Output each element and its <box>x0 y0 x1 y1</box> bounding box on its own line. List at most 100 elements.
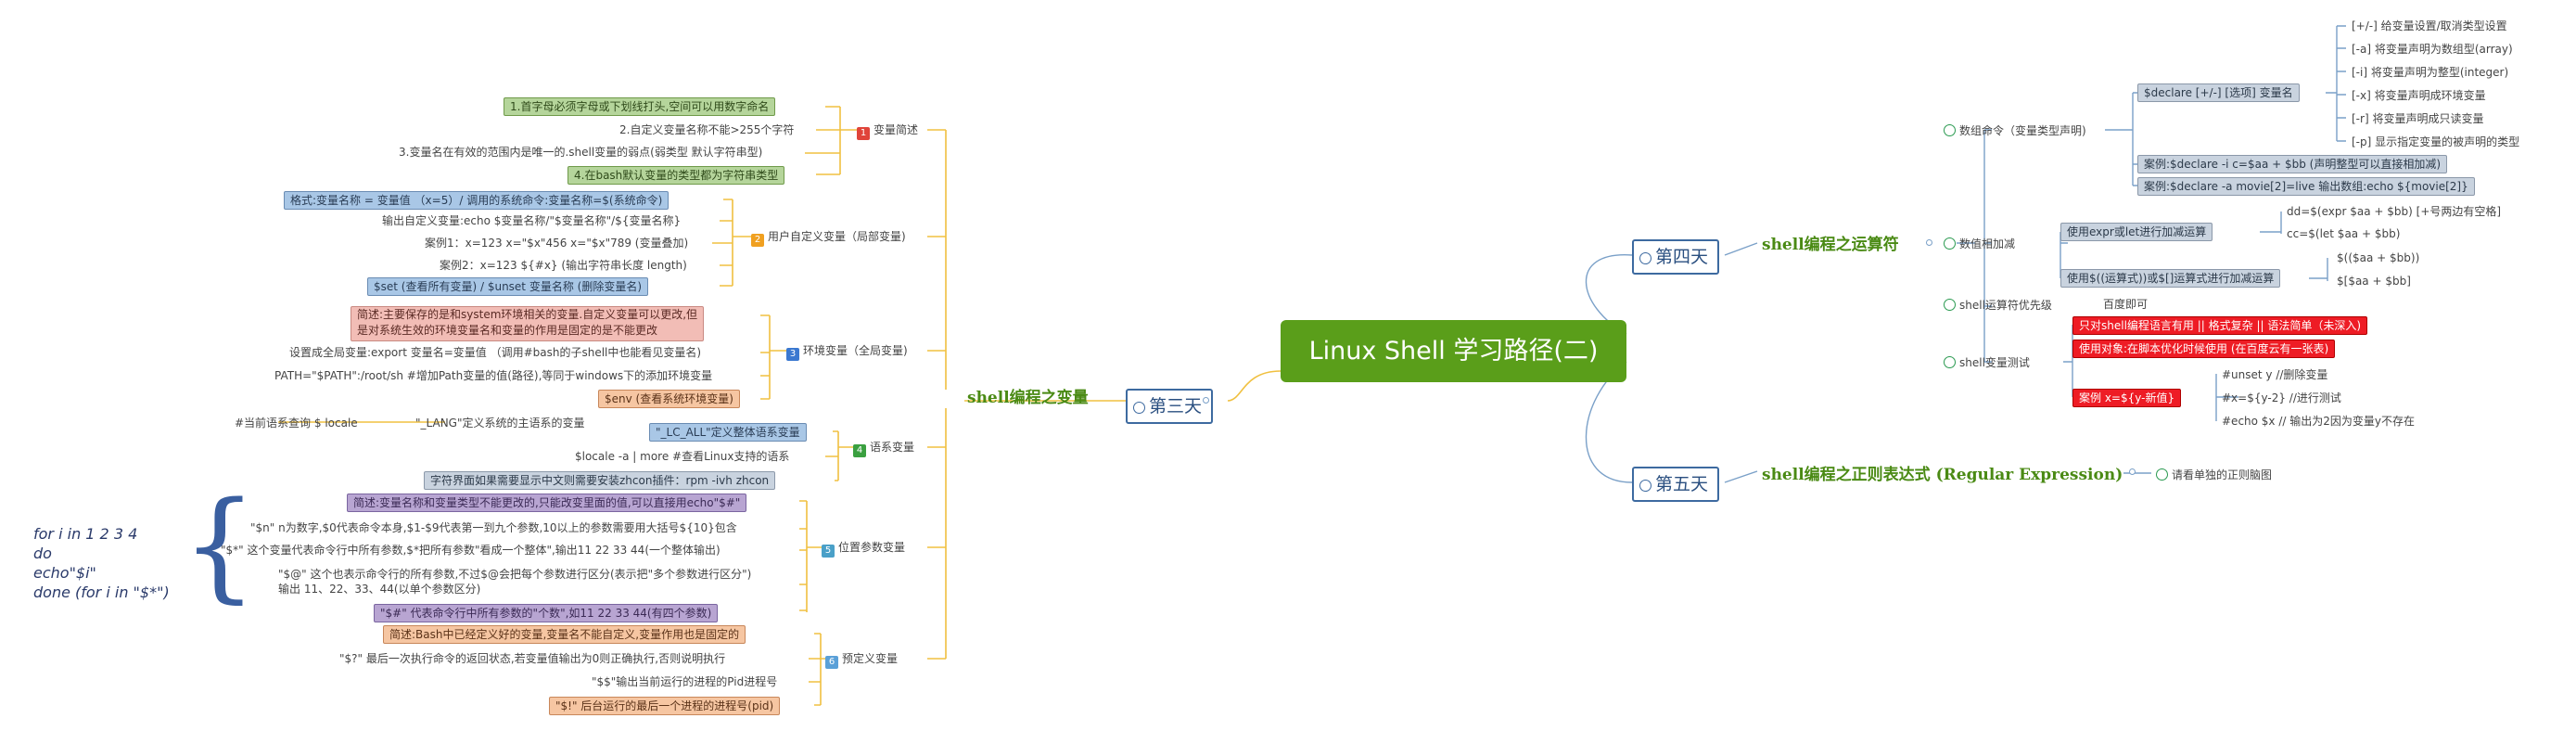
collapse-dot[interactable] <box>2129 468 2136 475</box>
declare-opt[interactable]: [-p] 显示指定变量的被声明的类型 <box>2352 135 2520 148</box>
circle-icon <box>1639 480 1651 492</box>
declare-case[interactable]: 案例:$declare -i c=$aa + $bb (声明整型可以直接相加减) <box>2137 155 2448 173</box>
code-brace: { <box>182 477 258 615</box>
day4-node[interactable]: 第四天 <box>1632 239 1720 275</box>
root-node[interactable]: Linux Shell 学习路径(二) <box>1281 320 1626 382</box>
group-1[interactable]: 1 变量简述 <box>857 124 918 140</box>
circle-icon <box>1944 124 1956 136</box>
number-badge-5: 5 <box>822 545 835 558</box>
local-var-format[interactable]: 格式:变量名称 = 变量值 （x=5）/ 调用的系统命令:变量名称=$(系统命令… <box>284 191 670 210</box>
positional-at-line1[interactable]: "$@" 这个也表示命令行的所有参数,不过$@会把每个参数进行区分(表示把"多个… <box>278 568 752 581</box>
test-item[interactable]: #unset y //删除变量 <box>2222 368 2328 381</box>
calc-item[interactable]: $[$aa + $bb] <box>2337 275 2411 288</box>
group-2-label: 用户自定义变量（局部变量) <box>768 230 906 243</box>
env-var-env[interactable]: $env (查看系统环境变量) <box>598 390 740 408</box>
local-var-set-unset[interactable]: $set (查看所有变量) / $unset 变量名称 (删除变量名) <box>367 277 649 296</box>
declare-opt[interactable]: [-r] 将变量声明成只读变量 <box>2352 112 2484 125</box>
circle-icon <box>2156 468 2168 481</box>
calc-label-text: 数值相加减 <box>1959 237 2016 250</box>
number-badge-6: 6 <box>825 656 838 669</box>
priority-note[interactable]: 百度即可 <box>2103 298 2149 311</box>
test-label[interactable]: shell变量测试 <box>1944 356 2030 368</box>
day5-section[interactable]: shell编程之正则表达式 (Regular Expression) <box>1762 466 2123 484</box>
day5-node[interactable]: 第五天 <box>1632 467 1720 502</box>
positional-hash[interactable]: "$#" 代表命令行中所有参数的"个数",如11 22 33 44(有四个参数) <box>374 604 719 622</box>
day3-label: 第三天 <box>1149 396 1203 417</box>
connector-root-day3 <box>1227 370 1282 402</box>
circle-icon <box>1944 299 1956 311</box>
calc-item[interactable]: $(($aa + $bb)) <box>2337 251 2420 264</box>
positional-n[interactable]: "$n" n为数字,$0代表命令本身,$1-$9代表第一到九个参数,10以上的参… <box>250 521 737 534</box>
number-badge-1: 1 <box>857 127 870 140</box>
group-1-label: 变量简述 <box>874 123 919 136</box>
regex-note[interactable]: 请看单独的正则脑图 <box>2156 468 2272 481</box>
priority-label[interactable]: shell运算符优先级 <box>1944 299 2052 311</box>
circle-icon <box>1133 402 1145 414</box>
code-block: for i in 1 2 3 4 do echo"$i" done (for i… <box>33 524 170 602</box>
declare-opt[interactable]: [-a] 将变量声明为数组型(array) <box>2352 43 2513 56</box>
calc-item[interactable]: cc=$(let $aa + $bb) <box>2287 227 2401 240</box>
calc-box-expr[interactable]: 使用expr或let进行加减运算 <box>2060 223 2213 241</box>
zhcon-install[interactable]: 字符界面如果需要显示中文则需要安装zhcon插件：rpm -ivh zhcon <box>424 471 776 490</box>
local-var-case1[interactable]: 案例1：x=123 x="$x"456 x="$x"789 (变量叠加) <box>425 237 689 250</box>
test-item[interactable]: #x=${y-2} //进行测试 <box>2222 391 2341 404</box>
code-line: for i in 1 2 3 4 <box>33 525 138 543</box>
declare-opt[interactable]: [-i] 将变量声明为整型(integer) <box>2352 66 2509 79</box>
env-var-path[interactable]: PATH="$PATH":/root/sh #增加Path变量的值(路径),等同… <box>274 369 713 382</box>
day3-node[interactable]: 第三天 <box>1126 389 1214 424</box>
lang-var[interactable]: "_LANG"定义系统的主语系的变量 <box>415 417 585 430</box>
env-var-summary[interactable]: 简述:主要保存的是和system环境相关的变量.自定义变量可以更改,但是对系统生… <box>351 306 705 341</box>
predefined-question[interactable]: "$?" 最后一次执行命令的返回状态,若变量值输出为0则正确执行,否则说明执行 <box>339 652 726 665</box>
day3-section[interactable]: shell编程之变量 <box>967 389 1089 407</box>
circle-icon <box>1639 252 1651 264</box>
positional-at-line2[interactable]: 输出 11、22、33、44(以单个参数区分) <box>278 583 481 596</box>
test-box-usage[interactable]: 使用对象:在脚本优化时候使用 (在百度云有一张表) <box>2072 340 2336 358</box>
positional-star[interactable]: "$*" 这个变量代表命令行中所有参数,$*把所有参数"看成一个整体",输出11… <box>221 544 721 557</box>
predefined-dollar[interactable]: "$$"输出当前运行的进程的Pid进程号 <box>592 675 778 688</box>
var-rule-1[interactable]: 1.首字母必须字母或下划线打头,空间可以用数字命名 <box>504 97 776 116</box>
var-rule-4[interactable]: 4.在bash默认变量的类型都为字符串类型 <box>567 166 785 185</box>
collapse-dot[interactable] <box>1926 239 1932 246</box>
locale-list[interactable]: $locale -a | more #查看Linux支持的语系 <box>575 450 790 463</box>
calc-box-dollar[interactable]: 使用$((运算式))或$[]运算式进行加减运算 <box>2060 269 2281 288</box>
predefined-bang[interactable]: "$!" 后台运行的最后一个进程的进程号(pid) <box>549 697 781 715</box>
circle-icon <box>1944 237 1956 250</box>
test-box-scope[interactable]: 只对shell编程语言有用 || 格式复杂 || 语法简单（未深入) <box>2072 316 2368 335</box>
local-var-echo[interactable]: 输出自定义变量:echo $变量名称/"$变量名称"/${变量名称} <box>382 214 682 227</box>
code-line: do <box>33 545 52 562</box>
predefined-summary[interactable]: 简述:Bash中已经定义好的变量,变量名不能自定义,变量作用也是固定的 <box>383 625 746 644</box>
calc-label[interactable]: 数值相加减 <box>1944 237 2015 250</box>
code-line: echo"$i" <box>33 564 96 582</box>
day4-section[interactable]: shell编程之运算符 <box>1762 236 1899 254</box>
declare-cmd[interactable]: 数组命令（变量类型声明) <box>1944 124 2086 136</box>
priority-label-text: shell运算符优先级 <box>1959 299 2052 312</box>
declare-opt[interactable]: [-x] 将变量声明成环境变量 <box>2352 89 2486 102</box>
calc-item[interactable]: dd=$(expr $aa + $bb) [+号两边有空格] <box>2287 205 2502 218</box>
group-2[interactable]: 2 用户自定义变量（局部变量) <box>751 231 906 247</box>
lc-all-var[interactable]: "_LC_ALL"定义整体语系变量 <box>649 423 807 442</box>
test-box-case[interactable]: 案例 x=${y-新值} <box>2072 389 2182 407</box>
locale-query[interactable]: #当前语系查询 $ locale <box>235 417 358 430</box>
var-rule-2[interactable]: 2.自定义变量名称不能>255个字符 <box>619 123 795 136</box>
env-var-summary-line1: 简述:主要保存的是和system环境相关的变量.自定义变量可以更改,但 <box>357 308 698 321</box>
number-badge-2: 2 <box>751 234 764 247</box>
declare-box[interactable]: $declare [+/-] [选项] 变量名 <box>2137 83 2300 102</box>
test-item[interactable]: #echo $x // 输出为2因为变量y不存在 <box>2222 415 2415 428</box>
circle-icon <box>1944 356 1956 368</box>
declare-opt[interactable]: [+/-] 给变量设置/取消类型设置 <box>2352 19 2507 32</box>
env-var-export[interactable]: 设置成全局变量:export 变量名=变量值 （调用#bash的子shell中也… <box>289 346 702 359</box>
positional-summary[interactable]: 简述:变量名称和变量类型不能更改的,只能改变里面的值,可以直接用echo"$#" <box>347 494 747 512</box>
declare-cmd-label: 数组命令（变量类型声明) <box>1959 124 2086 137</box>
day5-label: 第五天 <box>1655 474 1709 494</box>
collapse-dot[interactable] <box>1203 397 1209 404</box>
day4-label: 第四天 <box>1655 247 1709 267</box>
declare-case[interactable]: 案例:$declare -a movie[2]=live 输出数组:echo $… <box>2137 177 2475 196</box>
number-badge-4: 4 <box>853 444 866 457</box>
local-var-case2[interactable]: 案例2：x=123 ${#x} (输出字符串长度 length) <box>440 259 687 272</box>
var-rule-3[interactable]: 3.变量名在有效的范围内是唯一的.shell变量的弱点(弱类型 默认字符串型) <box>399 146 763 159</box>
